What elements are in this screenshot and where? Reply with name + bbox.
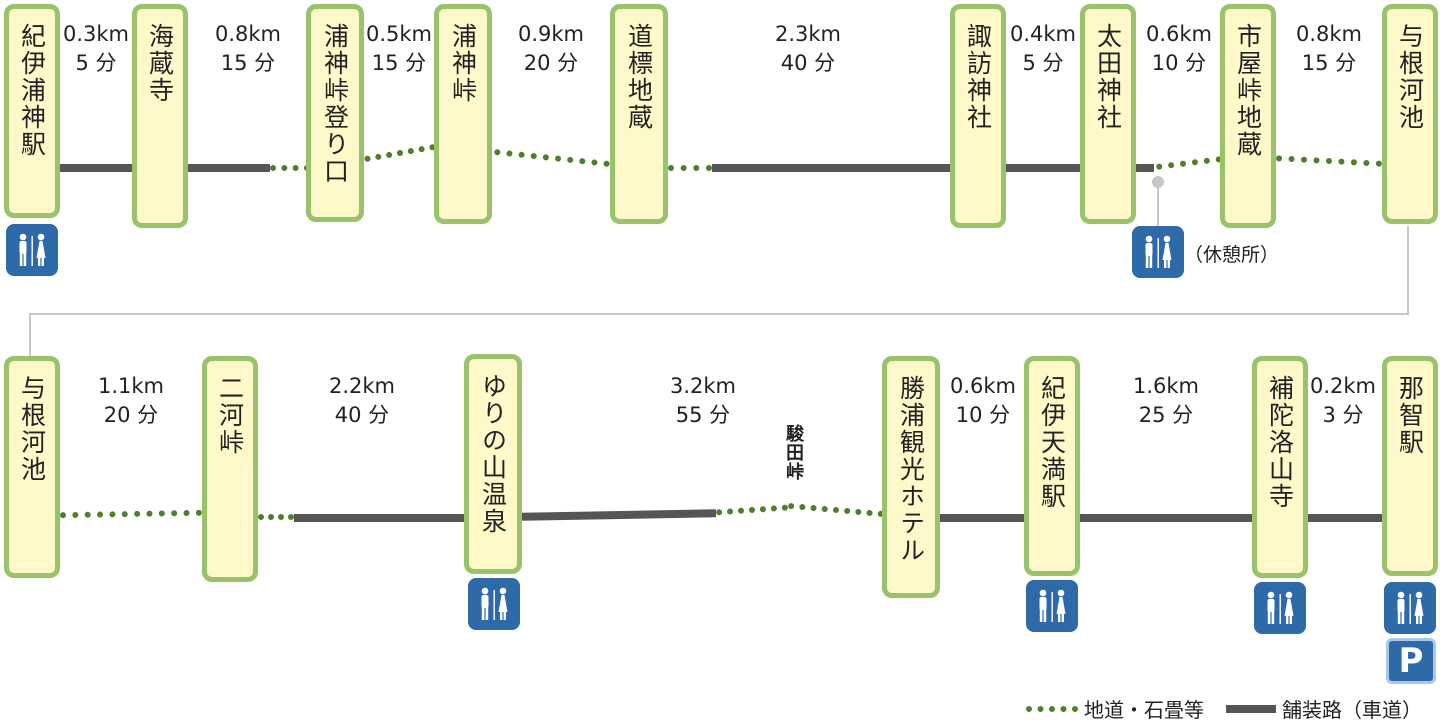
stop-label: 市屋峠地蔵 <box>1220 4 1276 228</box>
legend-paved-label: 舗装路（車道） <box>1282 698 1422 722</box>
stop-label: 二河峠 <box>202 356 258 582</box>
stop-label: 勝浦観光ホテル <box>882 356 940 598</box>
route-segment <box>1308 514 1382 522</box>
route-segment <box>1006 164 1080 172</box>
pass-label: 駿田峠 <box>783 424 804 481</box>
route-segment <box>294 514 464 522</box>
stop-label: ゆりの山温泉 <box>464 354 522 574</box>
restroom-icon <box>1132 226 1184 278</box>
legend-paved-swatch <box>1226 704 1276 713</box>
stop-label: 与根河池 <box>1382 4 1438 224</box>
restroom-icon <box>468 578 520 630</box>
stop-label: 那智駅 <box>1382 356 1438 576</box>
route-segment <box>188 164 270 172</box>
stop-label: 紀伊天満駅 <box>1024 356 1080 576</box>
stop-label: 補陀洛山寺 <box>1252 356 1308 578</box>
stop-label: 諏訪神社 <box>950 4 1006 228</box>
legend-trail-label: 地道・石畳等 <box>1084 698 1204 722</box>
restroom-icon <box>6 224 58 276</box>
route-segment <box>58 164 132 172</box>
route-segment <box>270 165 310 171</box>
legend-trail-swatch <box>1026 705 1078 712</box>
stop-label: 浦神峠登り口 <box>306 4 364 222</box>
stop-label: 与根河池 <box>4 356 60 578</box>
route-segment <box>1080 514 1252 522</box>
stop-label: 道標地蔵 <box>610 4 668 224</box>
parking-icon: P <box>1386 638 1436 684</box>
rest-area-label: （休憩所） <box>1184 244 1280 266</box>
stop-label: 浦神峠 <box>434 4 492 224</box>
restroom-icon <box>1384 582 1436 634</box>
restroom-icon <box>1026 580 1078 632</box>
route-segment <box>258 514 294 520</box>
stop-label: 紀伊浦神駅 <box>4 4 60 218</box>
route-segment <box>940 514 1024 522</box>
route-segment <box>712 164 950 172</box>
restroom-icon <box>1254 582 1306 634</box>
route-segment <box>1136 164 1154 172</box>
stop-label: 海蔵寺 <box>132 4 188 228</box>
stop-label: 太田神社 <box>1080 4 1136 224</box>
route-segment <box>668 165 712 171</box>
legend: 地道・石畳等 舗装路（車道） <box>1026 694 1422 723</box>
